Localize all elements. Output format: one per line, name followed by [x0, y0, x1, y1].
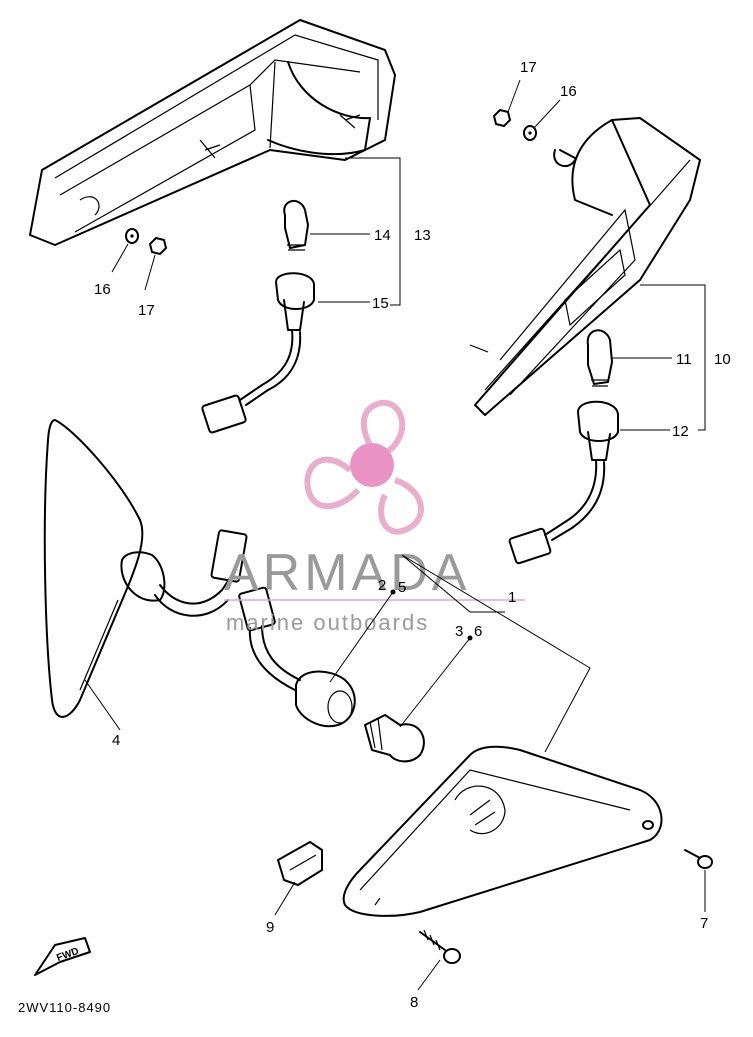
socket-2 — [238, 586, 356, 728]
callout-15: 15 — [372, 295, 389, 312]
diagram-code: 2WV110-8490 — [18, 1000, 111, 1015]
propeller-logo — [304, 399, 424, 535]
screw-7 — [684, 849, 713, 869]
callout-9: 9 — [266, 919, 274, 936]
front-turn-signal-body — [43, 419, 248, 718]
fwd-arrow: FWD — [34, 937, 91, 976]
callout-16-left: 16 — [94, 281, 111, 298]
callout-16-right: 16 — [560, 83, 577, 100]
callout-6: 6 — [474, 623, 482, 640]
brand-name: ARMADA — [224, 544, 470, 602]
bulb-3 — [364, 714, 425, 763]
callout-2: 2 — [378, 577, 386, 594]
callout-11: 11 — [676, 351, 692, 368]
callout-8: 8 — [410, 994, 418, 1011]
brand-tagline: marine outboards — [226, 610, 429, 635]
svg-text:FWD: FWD — [55, 946, 80, 964]
callout-17-right: 17 — [520, 59, 537, 76]
socket-15 — [201, 272, 315, 434]
callout-4: 4 — [112, 732, 120, 749]
screw-8 — [419, 929, 461, 964]
callout-13: 13 — [414, 227, 431, 244]
callout-14: 14 — [374, 227, 391, 244]
callout-3: 3 — [455, 623, 463, 640]
bulb-14 — [283, 200, 309, 251]
rear-turn-signal-left — [29, 19, 396, 246]
leader-lines — [84, 79, 706, 991]
washer-16-left — [125, 228, 139, 244]
washer-16-right — [523, 125, 537, 141]
callout-10: 10 — [714, 351, 731, 368]
callout-17-left: 17 — [138, 302, 155, 319]
callout-7: 7 — [700, 915, 708, 932]
nut-17-left — [149, 237, 167, 255]
front-lens-1 — [342, 745, 663, 917]
callout-12: 12 — [672, 423, 689, 440]
socket-12 — [508, 400, 619, 565]
callout-1: 1 — [508, 589, 516, 606]
nut-17-right — [493, 109, 511, 127]
callout-5: 5 — [398, 579, 406, 596]
bulb-11 — [586, 329, 613, 387]
callout-labels: 14 13 15 16 17 17 16 11 10 12 4 2 5 1 3 … — [94, 59, 731, 1011]
armada-watermark: ARMADA marine outboards — [224, 399, 525, 635]
clip-9 — [277, 841, 323, 886]
rear-turn-signal-right — [469, 117, 701, 416]
